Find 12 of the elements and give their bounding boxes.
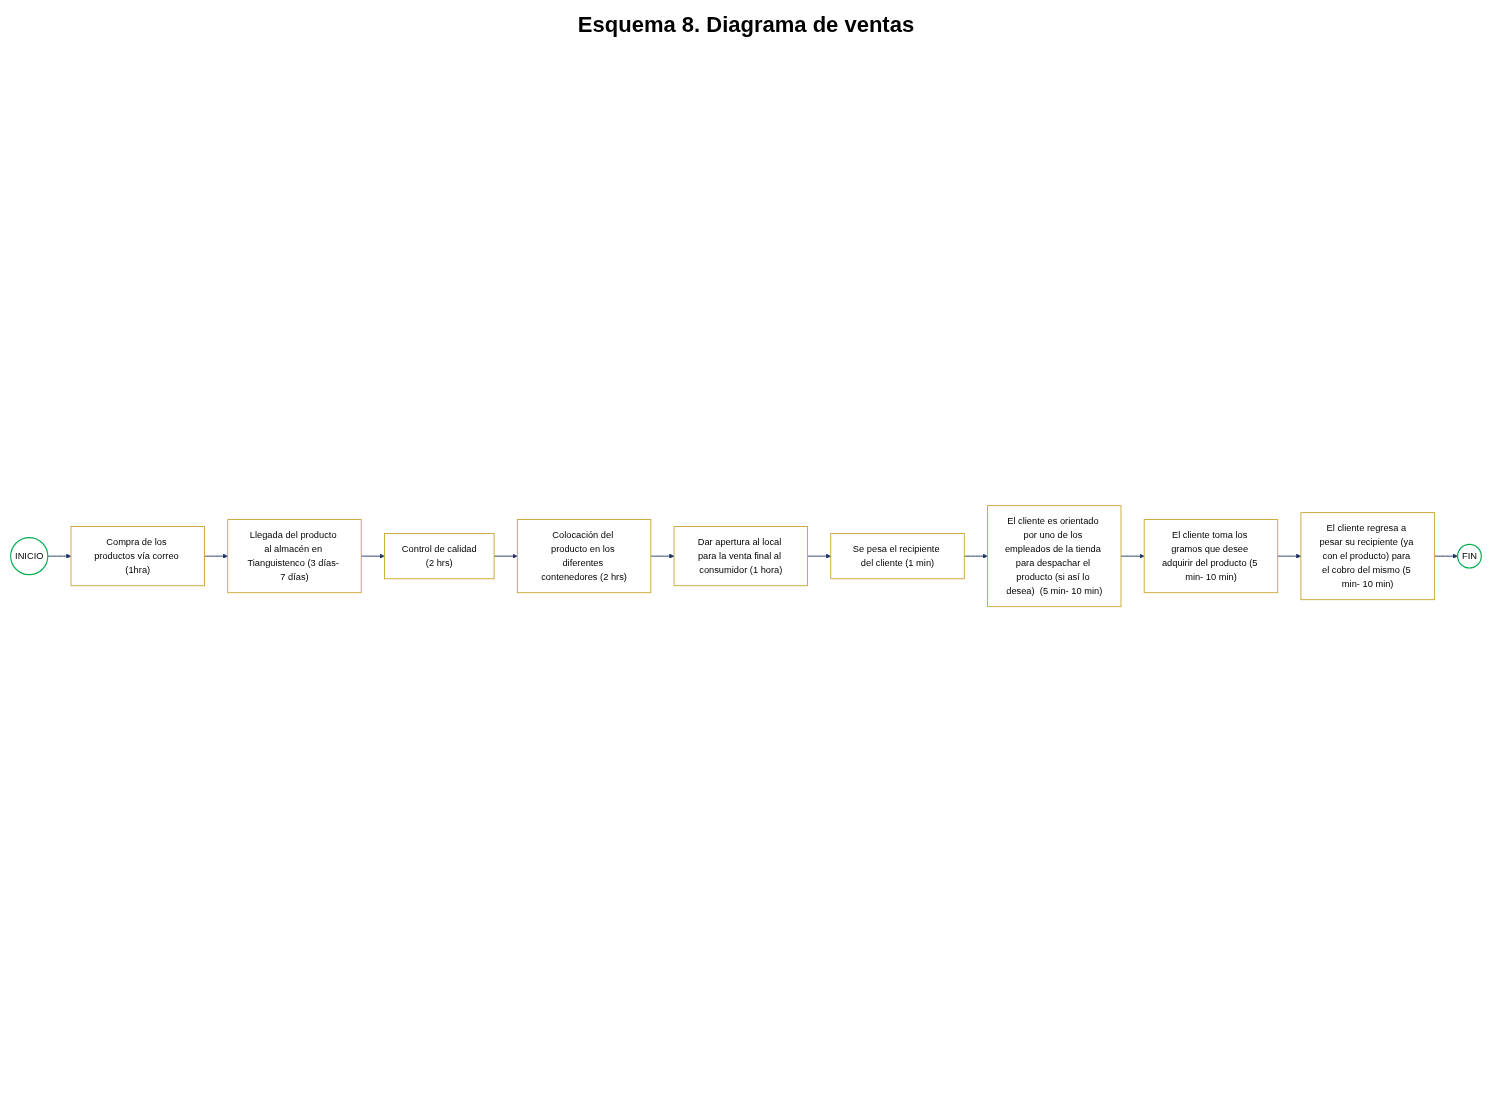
node-box: Compra de los productos vía correo (1hra) bbox=[70, 525, 205, 587]
node-box: Dar apertura al local para la venta final al consumidor (1 hora) bbox=[673, 525, 808, 587]
node-box: El cliente es orientado por uno de los empleados de la tienda para despachar el producto (si así lo desea) (5 min- 10 min) bbox=[987, 505, 1122, 607]
node-circle: INICIO bbox=[10, 536, 49, 576]
node-box: El cliente regresa a pesar su recipiente (ya con el producto) para el cobro del mismo (5 min- 10 min) bbox=[1300, 512, 1435, 600]
node-circle: FIN bbox=[1457, 543, 1482, 569]
node-box: Se pesa el recipiente del cliente (1 min) bbox=[830, 532, 965, 580]
node-box: El cliente toma los gramos que desee adquirir del producto (5 min- 10 min) bbox=[1143, 519, 1279, 593]
diagram-title: Esquema 8. Diagrama de ventas bbox=[576, 12, 916, 38]
node-box: Colocación del producto en los diferentes contenedores (2 hrs) bbox=[516, 519, 652, 593]
node-box: Control de calidad (2 hrs) bbox=[384, 532, 495, 580]
node-box: Llegada del producto al almacén en Tianguistenco (3 días- 7 días) bbox=[227, 519, 362, 593]
